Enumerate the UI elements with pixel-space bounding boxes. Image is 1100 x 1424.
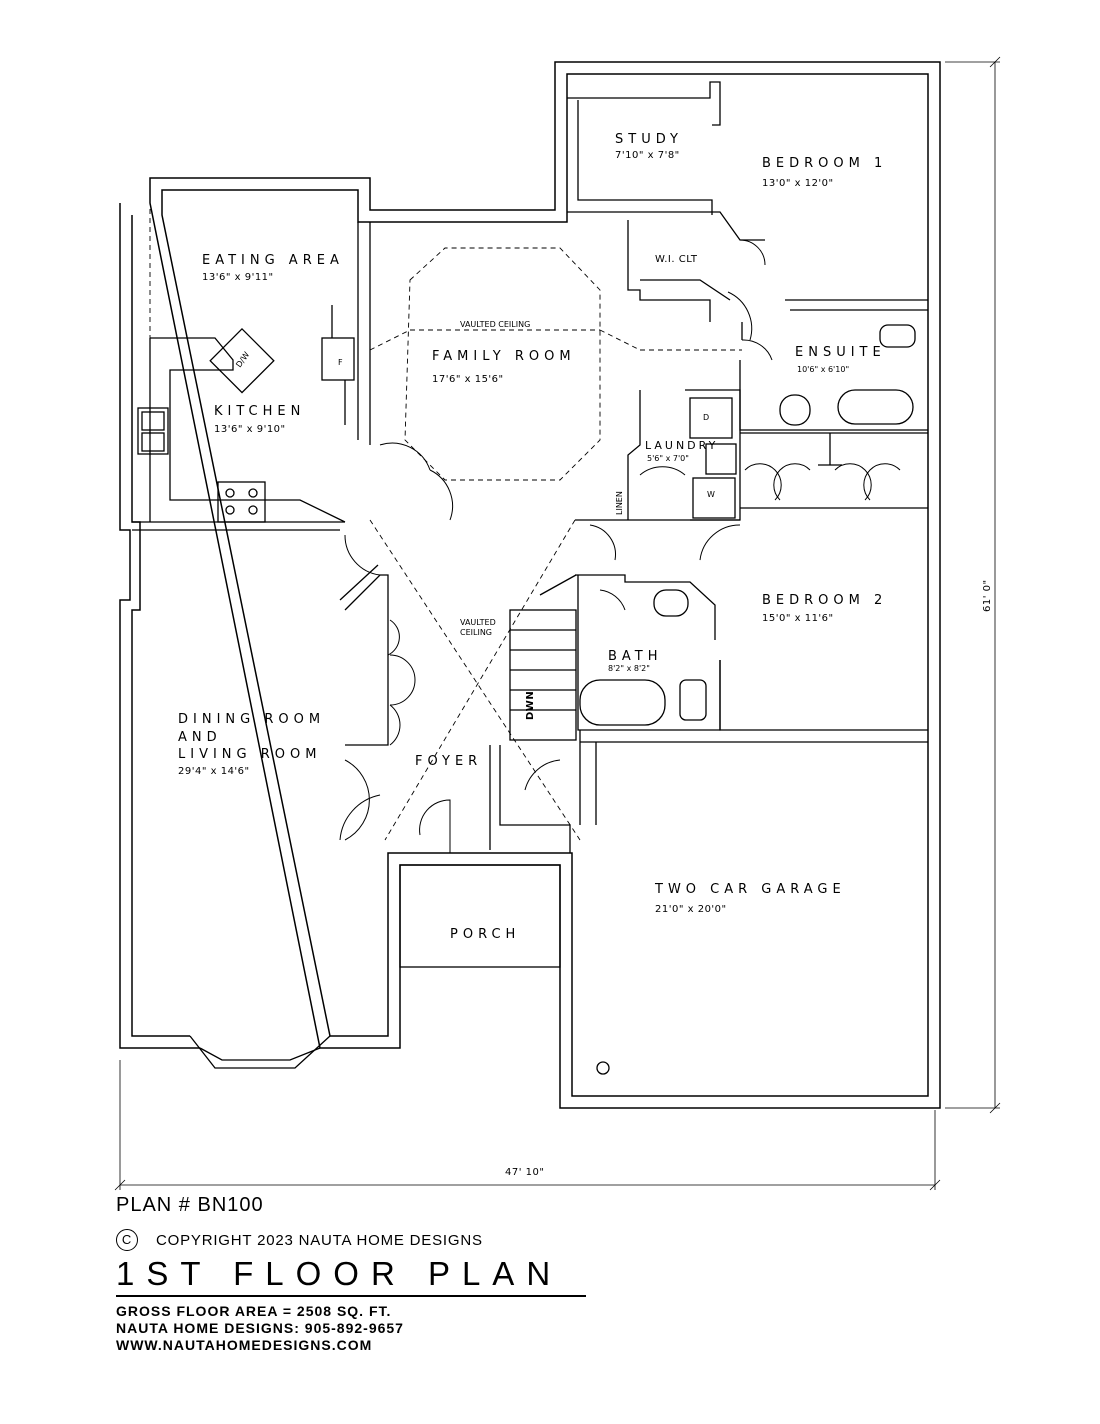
phone-number: NAUTA HOME DESIGNS: 905-892-9657 [116, 1320, 404, 1336]
room-labels: STUDY 7'10" x 7'8" BEDROOM 1 13'0" x 12'… [178, 132, 993, 1178]
porch-label: PORCH [450, 927, 520, 942]
laundry-size: 5'6" x 7'0" [647, 454, 689, 463]
gross-floor-area: GROSS FLOOR AREA = 2508 SQ. FT. [116, 1303, 392, 1319]
door-swings [339, 239, 901, 853]
copyright-row: C COPYRIGHT 2023 NAUTA HOME DESIGNS [116, 1229, 636, 1251]
ensuite-size: 10'6" x 6'10" [797, 365, 849, 374]
study-label: STUDY [615, 132, 683, 147]
eating-size: 13'6" x 9'11" [202, 272, 274, 283]
dining-size: 29'4" x 14'6" [178, 766, 250, 777]
dining-label-line1: DINING ROOM [178, 712, 325, 727]
linen-label: LINEN [615, 491, 624, 515]
bedroom1-label: BEDROOM 1 [762, 156, 887, 171]
width-dimension: 47' 10" [505, 1167, 544, 1178]
wic-label: W.I. CLT [655, 254, 698, 265]
bath-label: BATH [608, 649, 663, 664]
vaulted-foyer-note-2: CEILING [460, 628, 492, 637]
website: WWW.NAUTAHOMEDESIGNS.COM [116, 1337, 373, 1353]
study-size: 7'10" x 7'8" [615, 150, 680, 161]
copyright-text: COPYRIGHT 2023 NAUTA HOME DESIGNS [156, 1231, 483, 1249]
ensuite-label: ENSUITE [795, 345, 886, 360]
dimension-lines [114, 56, 1001, 1191]
kitchen-size: 13'6" x 9'10" [214, 424, 286, 435]
fridge-label: F [338, 358, 343, 367]
family-size: 17'6" x 15'6" [432, 374, 504, 385]
laundry-label: LAUNDRY [645, 439, 718, 452]
family-label: FAMILY ROOM [432, 349, 576, 364]
bath-size: 8'2" x 8'2" [608, 664, 650, 673]
dryer-label: D [703, 413, 709, 422]
dishwasher-label: D/W [234, 350, 251, 369]
dining-label-line3: LIVING ROOM [178, 747, 321, 762]
exterior-walls [119, 61, 941, 1109]
vaulted-ceiling-lines [149, 200, 742, 841]
vaulted-foyer-note-1: VAULTED [460, 618, 496, 627]
depth-dimension: 61' 0" [982, 579, 993, 612]
interior-walls [132, 81, 928, 1075]
plan-number: PLAN # BN100 [116, 1194, 264, 1216]
vaulted-family-note: VAULTED CEILING [460, 320, 530, 329]
washer-label: W [707, 490, 715, 499]
plan-title: 1ST FLOOR PLAN [116, 1255, 586, 1297]
dining-label-line2: AND [178, 730, 222, 745]
stair-label: DWN [525, 691, 536, 720]
bedroom1-size: 13'0" x 12'0" [762, 178, 834, 189]
title-block: PLAN # BN100 C COPYRIGHT 2023 NAUTA HOME… [116, 1194, 636, 1354]
bedroom2-size: 15'0" x 11'6" [762, 613, 834, 624]
eating-label: EATING AREA [202, 253, 344, 268]
garage-size: 21'0" x 20'0" [655, 904, 727, 915]
bedroom2-label: BEDROOM 2 [762, 593, 887, 608]
kitchen-label: KITCHEN [214, 404, 305, 419]
garage-label: TWO CAR GARAGE [654, 882, 846, 897]
copyright-icon: C [116, 1229, 138, 1251]
foyer-label: FOYER [415, 754, 482, 769]
